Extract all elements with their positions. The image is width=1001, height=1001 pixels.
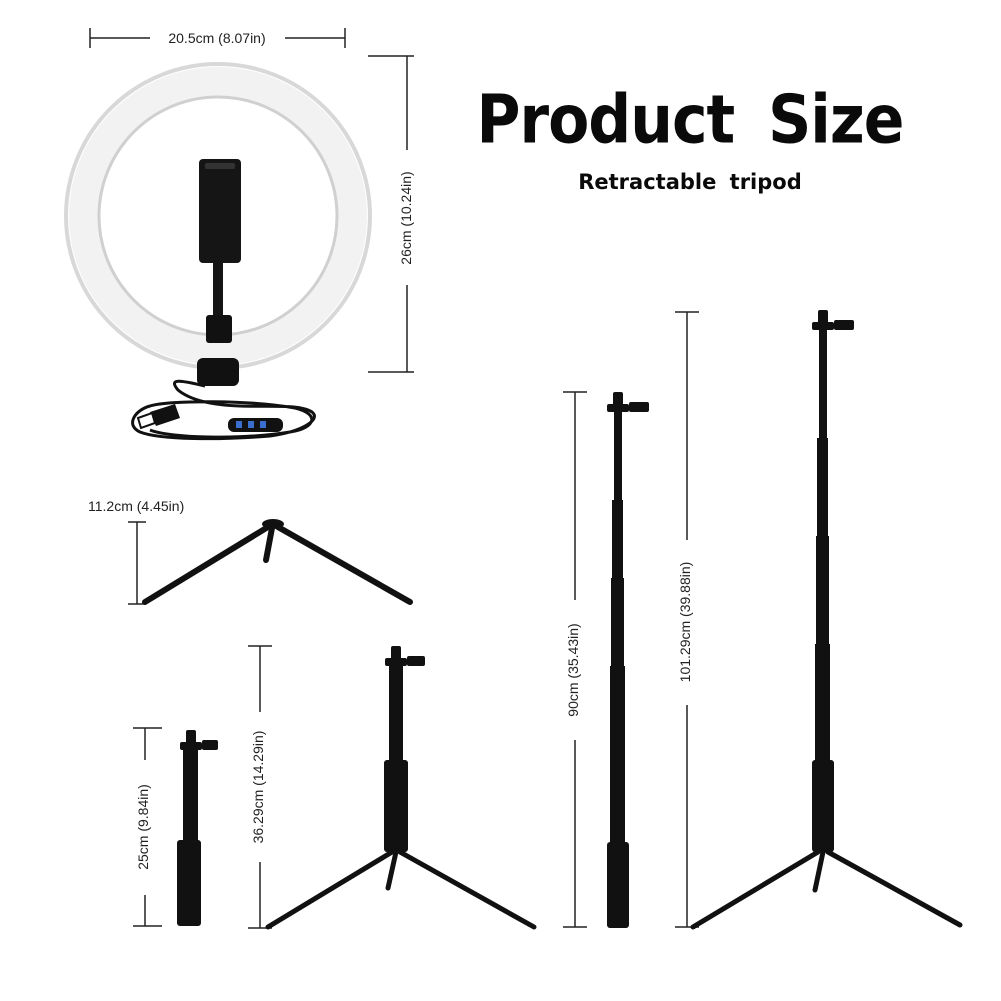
usb-cable [131, 379, 316, 441]
page-title: Product Size [476, 80, 905, 160]
tripod-base-height-label: 11.2cm (4.45in) [88, 498, 184, 514]
full-stand [690, 310, 963, 930]
short-height-dimension [248, 645, 272, 929]
ring-height-label: 26cm (10.24in) [398, 171, 414, 264]
phone-holder [199, 159, 241, 263]
folded-height-dimension [133, 727, 162, 927]
medium-height-dimension [563, 391, 587, 928]
tripod-base [142, 519, 413, 605]
ring-width-label: 20.5cm (8.07in) [168, 30, 265, 46]
short-height-label: 36.29cm (14.29in) [250, 731, 266, 844]
full-height-label: 101.29cm (39.88in) [677, 562, 693, 683]
ring-height-dimension [368, 55, 414, 373]
medium-stand [607, 392, 649, 928]
short-stand [265, 646, 537, 930]
tripod-base-height-dimension [128, 521, 146, 605]
folded-stand [177, 730, 218, 926]
page-subtitle: Retractable tripod [578, 170, 802, 194]
folded-height-label: 25cm (9.84in) [135, 784, 151, 870]
ring-light [64, 62, 372, 441]
ring-width-dimension [89, 28, 346, 48]
medium-height-label: 90cm (35.43in) [565, 623, 581, 716]
